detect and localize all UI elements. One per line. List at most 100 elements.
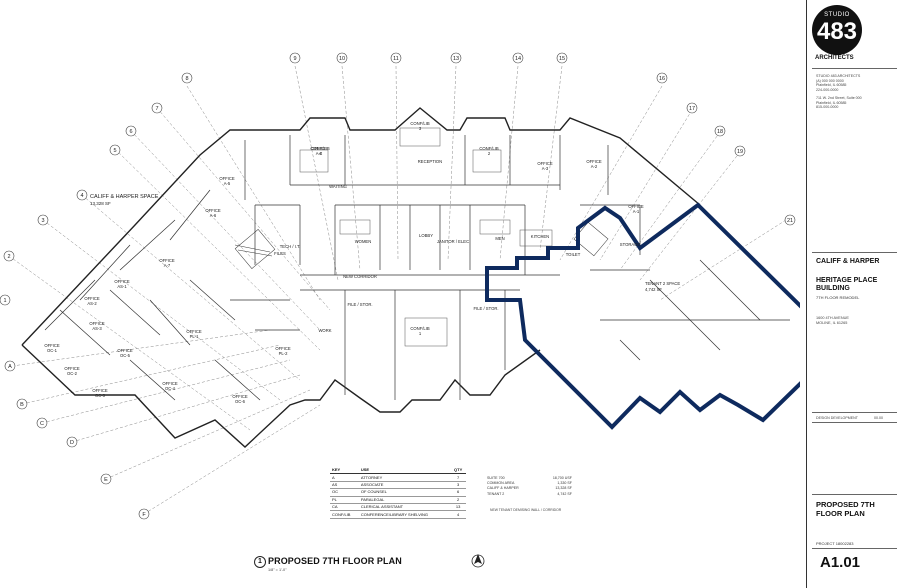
grid-bubble: 7 [151,102,163,114]
room-label: LOBBY [419,233,433,238]
grid-bubble-label: 11 [393,56,399,62]
room-code: AS-3 [92,326,102,331]
room-label: CONF/LIB [410,121,430,126]
title-block-rule [812,422,897,423]
room-label: CONF/LIB [410,326,430,331]
room-label: STORAGE [620,242,641,247]
revision-label: DESIGN DEVELOPMENT [816,416,858,420]
room-code: A-5 [224,181,231,186]
room-label: FILE / STOR. [473,306,498,311]
grid-bubble-label: 10 [339,56,345,62]
room-code: OC-5 [120,353,131,358]
room-label: OFFICE [219,176,235,181]
title-block-rule [812,548,897,549]
room-code: 3 [419,126,422,131]
grid-bubble: 16 [656,72,668,84]
room-label: KITCHEN [531,234,549,239]
tenant-label: TENANT 2 SPACE [645,281,680,286]
room-code: A-1 [633,209,640,214]
room-label: RECEPTION [418,159,442,164]
grid-bubble: B [16,398,28,410]
grid-bubble-label: 13 [453,56,459,62]
grid-bubble: F [138,508,150,520]
grid-bubble-label: A [8,364,12,370]
room-code: A-2 [591,164,598,169]
logo-studio-word: STUDIO [824,12,850,18]
grid-bubble: 14 [512,52,524,64]
tenant-2-boundary [485,202,800,430]
room-label: NEW CORRIDOR [343,274,377,279]
space-label: CALIFF & HARPER SPACE [90,194,159,200]
room-code: OC-4 [165,386,176,391]
room-label: FILES [274,251,286,256]
grid-bubble: 17 [686,102,698,114]
room-label: CONF/LIB [479,146,499,151]
room-code: OC-2 [67,371,78,376]
furniture [299,127,553,347]
room-label: OFFICE [159,258,175,263]
stair [234,221,609,269]
title-block-rule [812,252,897,253]
room-code: A-7 [164,263,171,268]
area-note: NEW TENANT DEMISING WALL / CORRIDOR [490,508,562,512]
room-label: WOMEN [355,239,372,244]
drawing-title: PROPOSED 7TH FLOOR PLAN [268,556,402,566]
room-label: TECH / I.T. [280,244,300,249]
grid-bubble: 11 [390,52,402,64]
grid-bubble-label: 9 [293,56,296,62]
grid-bubble-label: 8 [185,76,188,82]
room-label: OFFICE [311,146,327,151]
grid-bubble-label: 4 [80,193,83,199]
room-label: CONF/LIB [310,146,330,151]
grid-bubble: D [66,436,78,448]
client-name: CALIFF & HARPER [816,258,880,265]
room-label: OFFICE [628,204,644,209]
grid-bubble-label: 3 [41,218,44,224]
room-label: OFFICE [114,279,130,284]
room-label: OFFICE [64,366,80,371]
room-label: TOILET [566,252,581,257]
project-scope: 7TH FLOOR REMODEL [816,295,860,300]
room-code: A-6 [210,213,217,218]
room-label: OFFICE [162,381,178,386]
room-label: OFFICE [92,388,108,393]
title-block-rule [812,494,897,495]
grid-bubble: 3 [37,214,49,226]
grid-bubble: 19 [734,145,746,157]
room-label: MEN [495,236,504,241]
grid-bubble: 6 [125,125,137,137]
grid-bubble-label: 19 [737,149,743,155]
grid-bubble: 13 [450,52,462,64]
room-label: JANITOR / ELEC [437,239,469,244]
sheet-title: PROPOSED 7TH FLOOR PLAN [816,500,875,518]
building-outline [21,107,701,448]
room-code: PL-2 [279,351,289,356]
room-label: OFFICE [44,343,60,348]
grid-bubble: 10 [336,52,348,64]
grid-bubble: 8 [181,72,193,84]
room-label: OFFICE [117,348,133,353]
logo-number: 483 [816,18,858,45]
grid-bubble-label: E [104,477,108,483]
space-area: 13,328 SF [90,201,111,206]
grid-bubble-label: C [40,421,44,427]
building-name: HERITAGE PLACE BUILDING [816,277,878,292]
room-label: OFFICE [89,321,105,326]
legend-header: QTY [450,467,466,475]
grid-bubble-label: 18 [717,129,723,135]
grid-bubble: E [100,473,112,485]
grid-bubble: 15 [556,52,568,64]
legend-header: USE [358,467,451,475]
north-arrow-icon [471,554,485,568]
room-code: PL-1 [190,334,200,339]
firm-name: ARCHITECTS [815,55,854,61]
room-code: OC-1 [47,348,58,353]
